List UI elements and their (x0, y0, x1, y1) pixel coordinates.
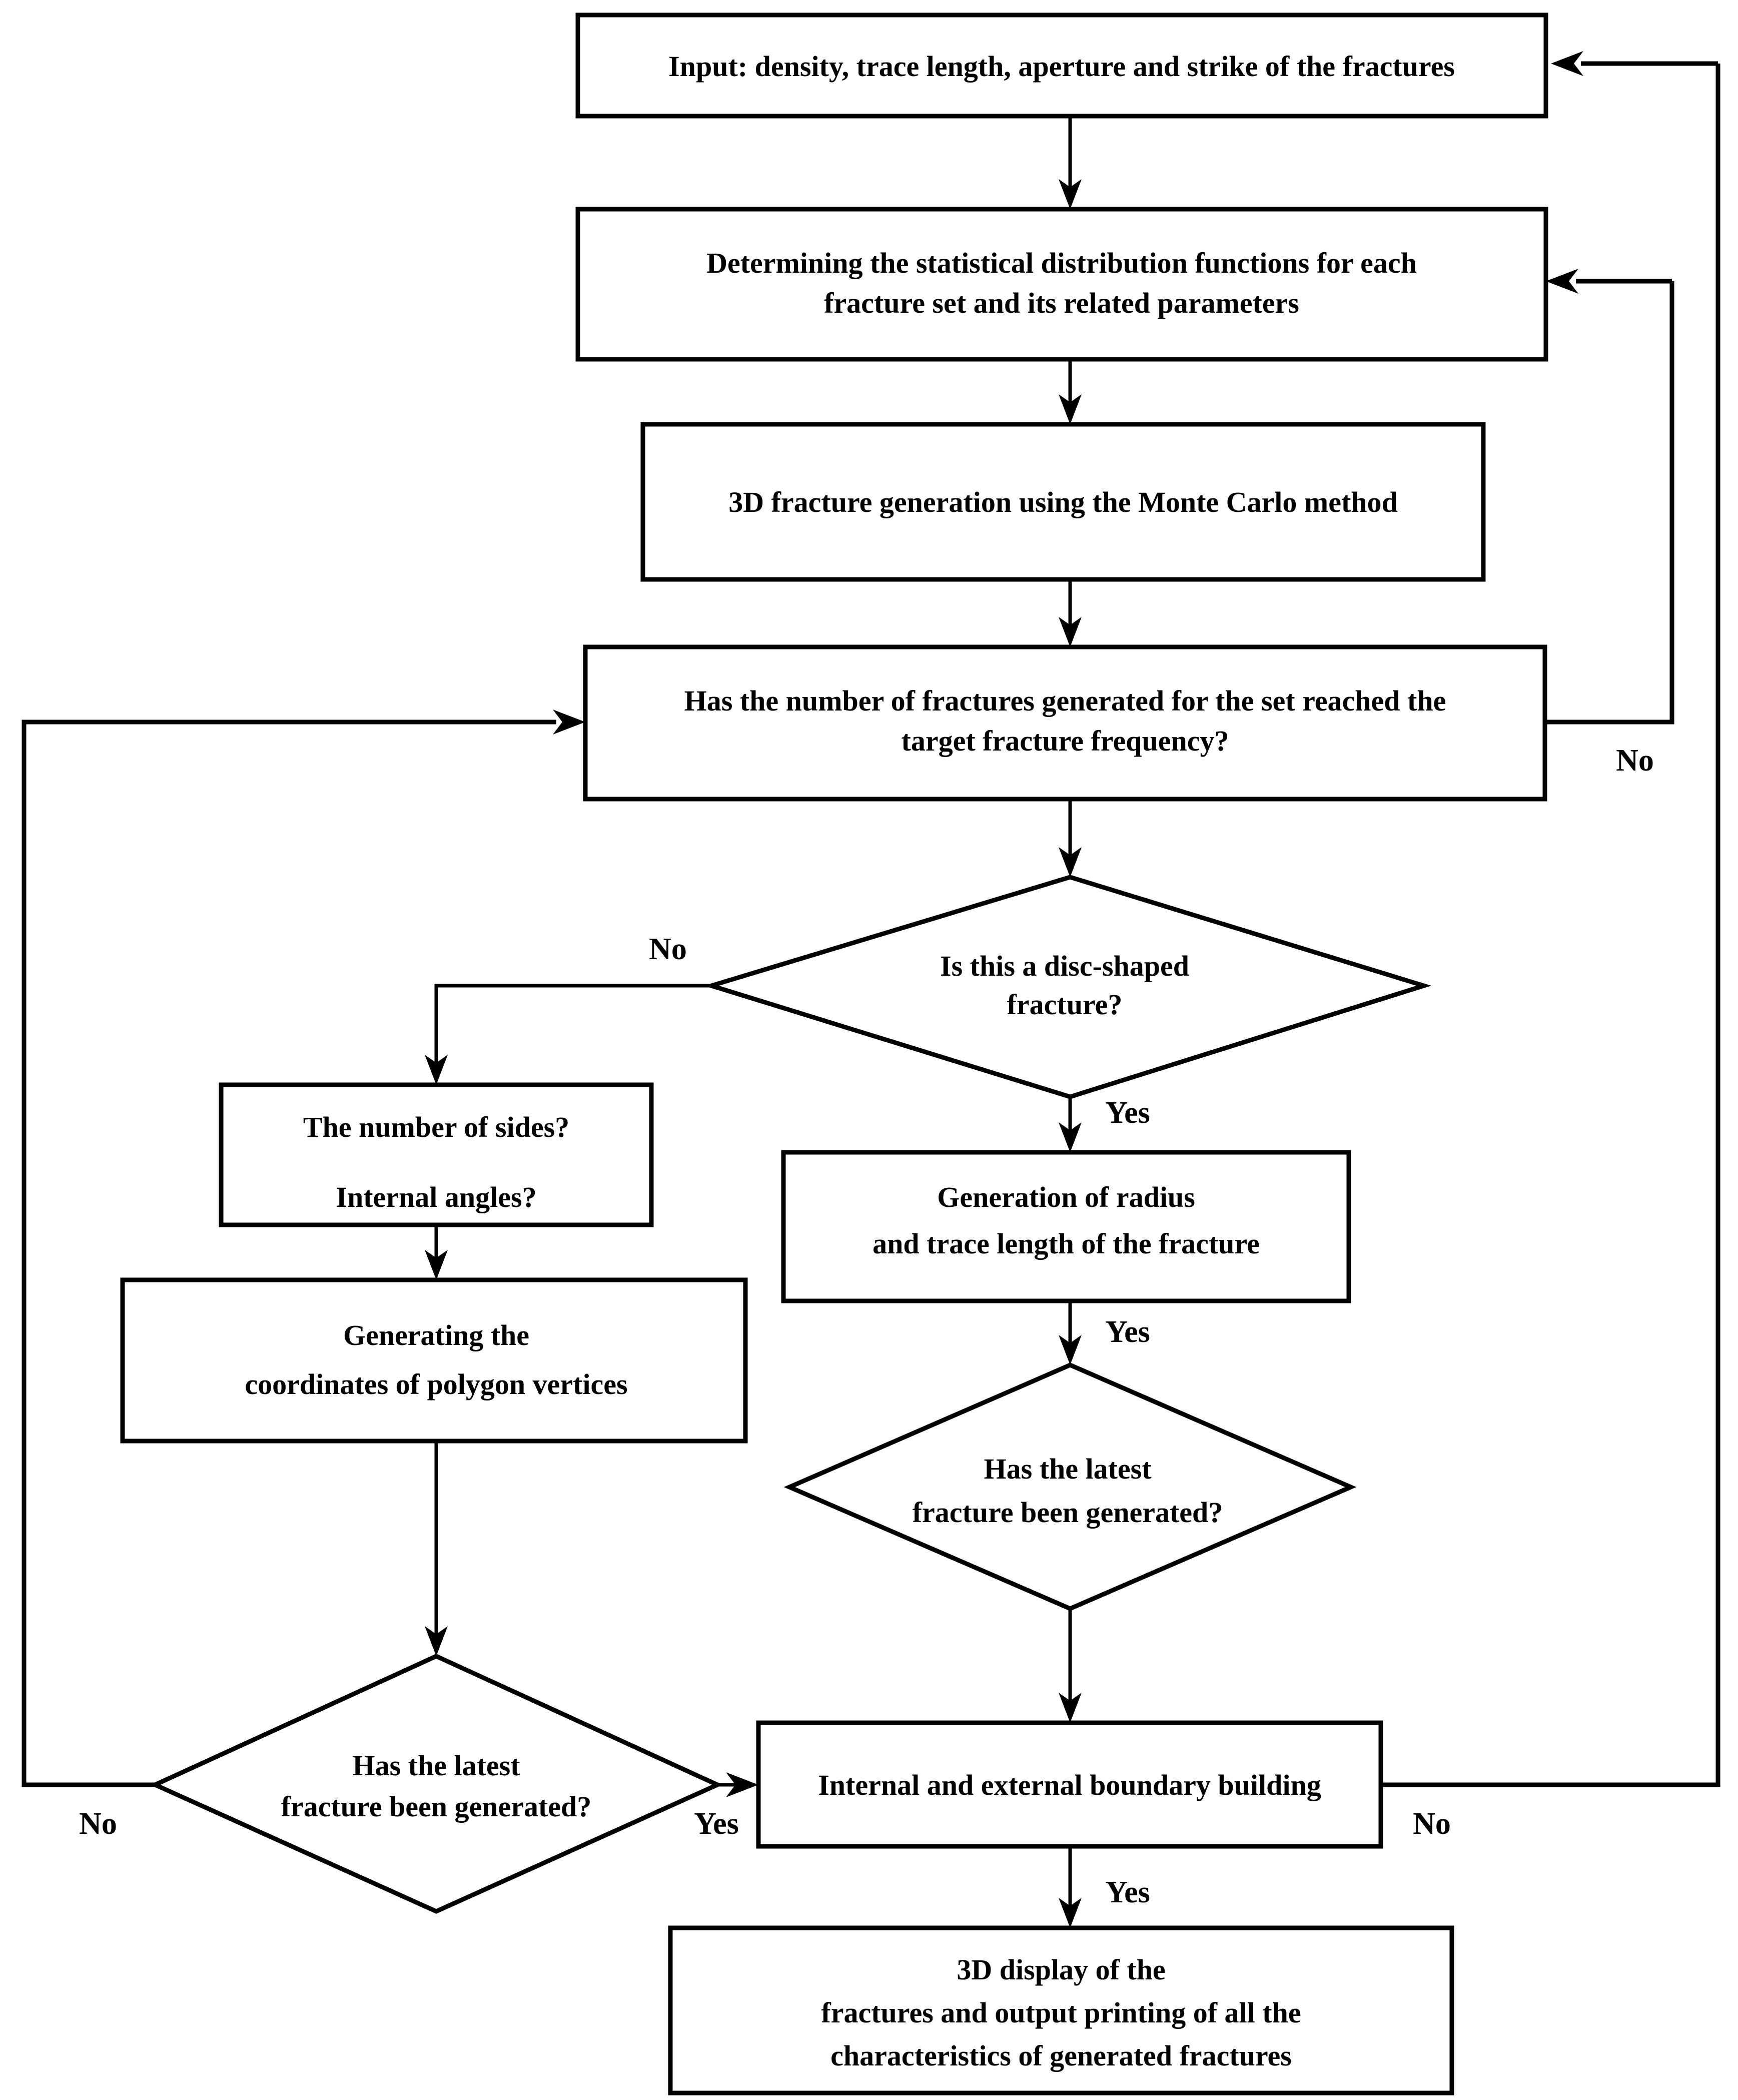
arrowhead-latest-left-yes (726, 1772, 758, 1797)
node-boundary-building-shape (756, 1720, 1383, 1849)
node-target-frequency[interactable]: Has the number of fractures generated fo… (583, 644, 1547, 802)
edge-label-yes-boundary: Yes (1105, 1875, 1150, 1909)
edge-boundary-no-loop (1381, 64, 1720, 1787)
arrowhead-disc-no (425, 1055, 448, 1085)
arrowhead-target-to-disc (1059, 847, 1082, 877)
node-radius-trace-line-0: Generation of radius (937, 1181, 1195, 1213)
node-boundary-building-line-0: Internal and external boundary building (818, 1769, 1321, 1801)
node-latest-fracture-left-shape (150, 1654, 723, 1914)
node-distributions[interactable]: Determining the statistical distribution… (575, 207, 1548, 362)
node-latest-fracture-left-line-1: fracture been generated? (281, 1790, 592, 1823)
node-output-display-shape (668, 1925, 1454, 2095)
edge-label-yes-radius-trace: Yes (1105, 1315, 1150, 1349)
edge-latest-left-no-loop (22, 720, 556, 1787)
connectors (22, 51, 1720, 1928)
node-polygon-params-shape (219, 1082, 654, 1227)
node-disc-shaped[interactable]: Is this a disc-shaped fracture? (703, 875, 1432, 1099)
node-input[interactable]: Input: density, trace length, aperture a… (575, 13, 1548, 119)
node-distributions-shape (575, 207, 1548, 362)
node-polygon-vertices-shape (120, 1277, 748, 1444)
node-montecarlo[interactable]: 3D fracture generation using the Monte C… (640, 422, 1486, 582)
node-latest-fracture-right-shape (783, 1362, 1357, 1611)
node-polygon-vertices[interactable]: Generating the coordinates of polygon ve… (120, 1277, 748, 1444)
node-target-frequency-shape (583, 644, 1547, 802)
node-disc-shaped-line-1: fracture? (1007, 988, 1123, 1021)
node-disc-shaped-shape (703, 875, 1432, 1099)
arrowhead-input-to-distributions (1059, 179, 1082, 209)
node-distributions-line-0: Determining the statistical distribution… (706, 247, 1417, 279)
arrowhead-params-to-vertices (425, 1250, 448, 1280)
node-boundary-building[interactable]: Internal and external boundary building (756, 1720, 1383, 1849)
arrowhead-target-no-loop (1546, 269, 1578, 294)
arrowhead-boundary-no-loop (1551, 51, 1583, 76)
node-radius-trace-shape (781, 1150, 1351, 1303)
node-output-display[interactable]: 3D display of the fractures and output p… (668, 1925, 1454, 2095)
node-target-frequency-line-0: Has the number of fractures generated fo… (684, 684, 1446, 717)
arrowhead-radius-to-latest-right (1059, 1335, 1082, 1365)
node-polygon-params[interactable]: The number of sides? Internal angles? (219, 1082, 654, 1227)
arrowhead-vertices-to-latest-left (425, 1626, 448, 1656)
arrowhead-latest-left-no-loop (553, 710, 585, 735)
node-target-frequency-line-1: target fracture frequency? (902, 725, 1229, 757)
node-latest-fracture-right[interactable]: Has the latest fracture been generated? (783, 1362, 1357, 1611)
node-polygon-params-line-0: The number of sides? (303, 1111, 569, 1143)
arrowhead-boundary-to-output (1059, 1898, 1082, 1928)
node-radius-trace-line-1: and trace length of the fracture (873, 1227, 1260, 1260)
node-montecarlo-shape (640, 422, 1486, 582)
edge-disc-no (434, 984, 711, 1071)
arrowhead-montecarlo-to-target (1059, 617, 1082, 647)
node-output-display-line-0: 3D display of the (957, 1953, 1165, 1986)
node-latest-fracture-right-line-1: fracture been generated? (913, 1496, 1223, 1529)
node-output-display-line-1: fractures and output printing of all the (821, 1996, 1301, 2029)
node-distributions-line-1: fracture set and its related parameters (824, 287, 1299, 319)
node-latest-fracture-right-line-0: Has the latest (984, 1453, 1152, 1485)
node-latest-fracture-left-line-0: Has the latest (352, 1749, 520, 1782)
node-input-line-0: Input: density, trace length, aperture a… (668, 50, 1455, 83)
node-polygon-vertices-line-0: Generating the (343, 1319, 529, 1351)
edge-label-yes-disc-shaped: Yes (1105, 1096, 1150, 1130)
edge-labels: No No Yes Yes No Yes No Yes (79, 744, 1654, 1909)
edge-label-no-latest-left: No (79, 1807, 117, 1841)
node-latest-fracture-left[interactable]: Has the latest fracture been generated? (150, 1654, 723, 1914)
node-radius-trace[interactable]: Generation of radius and trace length of… (781, 1150, 1351, 1303)
node-disc-shaped-line-0: Is this a disc-shaped (940, 950, 1189, 982)
edge-label-no-disc-shaped: No (649, 932, 687, 966)
node-output-display-line-2: characteristics of generated fractures (830, 2039, 1292, 2072)
edge-label-no-target-frequency: No (1616, 744, 1654, 778)
edge-label-no-boundary: No (1413, 1807, 1451, 1841)
node-polygon-params-line-2: Internal angles? (336, 1181, 536, 1213)
node-polygon-vertices-line-1: coordinates of polygon vertices (245, 1368, 627, 1401)
node-input-shape (575, 13, 1548, 119)
arrowhead-disc-yes (1059, 1122, 1082, 1152)
arrowhead-latest-right-to-boundary (1059, 1693, 1082, 1723)
node-montecarlo-line-0: 3D fracture generation using the Monte C… (728, 486, 1398, 518)
edge-target-no-loop (1545, 281, 1674, 725)
edge-label-yes-latest-left: Yes (694, 1807, 739, 1841)
arrowhead-distributions-to-montecarlo (1059, 394, 1082, 424)
